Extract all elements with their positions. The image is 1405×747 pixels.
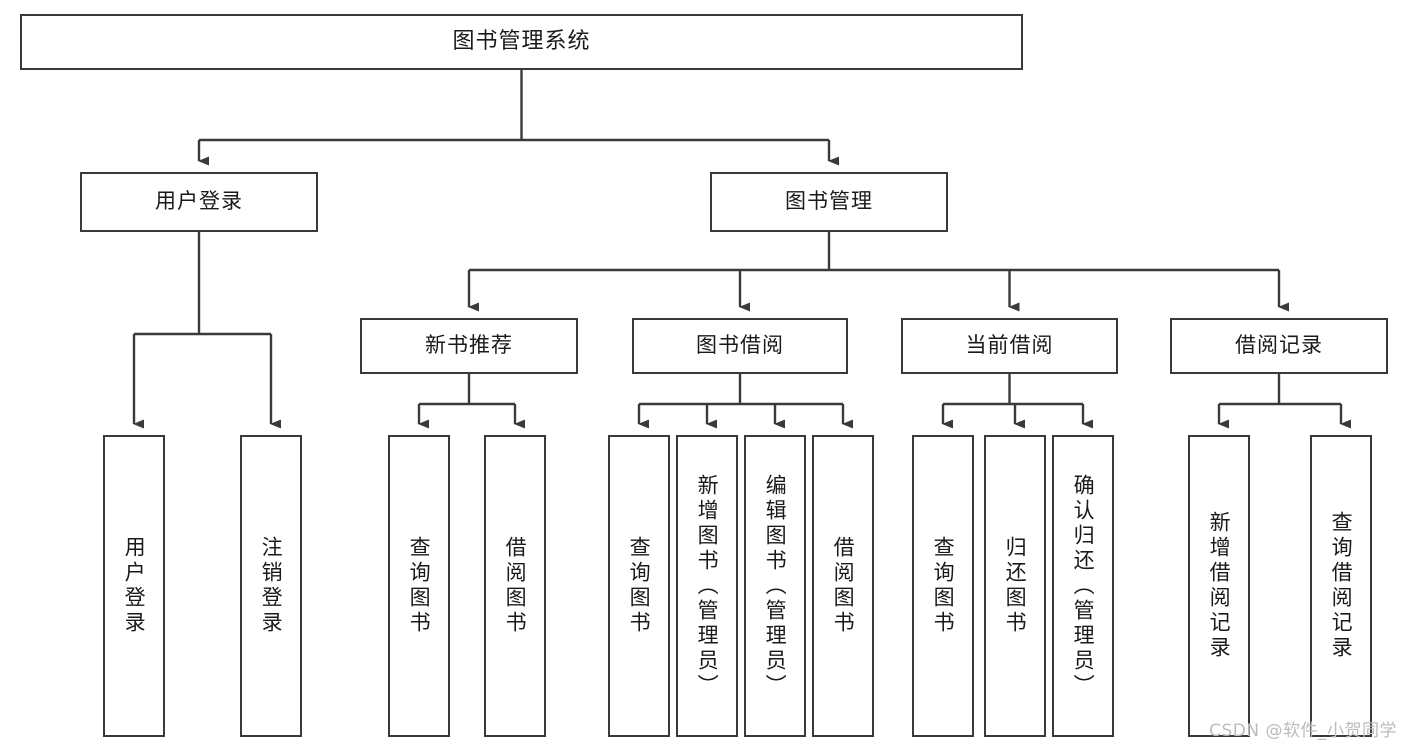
- node-leaf-logout[interactable]: 注销登录: [240, 435, 302, 737]
- node-label: 借阅图书: [503, 536, 528, 636]
- node-current-borrow[interactable]: 当前借阅: [901, 318, 1118, 374]
- node-label: 编辑图书（管理员）: [763, 473, 788, 699]
- node-label: 归还图书: [1003, 536, 1028, 636]
- node-label: 图书借阅: [696, 333, 784, 358]
- node-leaf-edit-book[interactable]: 编辑图书（管理员）: [744, 435, 806, 737]
- node-leaf-query-book-2[interactable]: 查询图书: [608, 435, 670, 737]
- node-label: 查询图书: [407, 536, 432, 636]
- node-book-borrow[interactable]: 图书借阅: [632, 318, 848, 374]
- watermark-text: CSDN @软件_小贺同学: [1209, 721, 1397, 741]
- node-label: 用户登录: [155, 189, 243, 214]
- node-leaf-query-book-3[interactable]: 查询图书: [912, 435, 974, 737]
- node-new-book-recommend[interactable]: 新书推荐: [360, 318, 578, 374]
- node-leaf-confirm-return[interactable]: 确认归还（管理员）: [1052, 435, 1114, 737]
- node-label: 图书管理系统: [452, 28, 591, 54]
- node-leaf-return-book[interactable]: 归还图书: [984, 435, 1046, 737]
- node-leaf-query-book-1[interactable]: 查询图书: [388, 435, 450, 737]
- node-label: 当前借阅: [965, 333, 1054, 358]
- node-label: 查询图书: [931, 536, 956, 636]
- node-label: 确认归还（管理员）: [1071, 473, 1096, 699]
- node-leaf-borrow-book-1[interactable]: 借阅图书: [484, 435, 546, 737]
- node-label: 查询图书: [627, 536, 652, 636]
- node-label: 新增借阅记录: [1207, 511, 1232, 661]
- node-root-system[interactable]: 图书管理系统: [20, 14, 1023, 70]
- node-label: 借阅记录: [1235, 333, 1323, 358]
- node-label: 新增图书（管理员）: [695, 473, 720, 699]
- node-borrow-record[interactable]: 借阅记录: [1170, 318, 1388, 374]
- node-label: 查询借阅记录: [1329, 511, 1354, 661]
- node-label: 用户登录: [122, 536, 147, 636]
- node-label: 图书管理: [785, 189, 873, 214]
- node-user-login[interactable]: 用户登录: [80, 172, 318, 232]
- node-book-management[interactable]: 图书管理: [710, 172, 948, 232]
- node-label: 注销登录: [259, 536, 284, 636]
- node-leaf-user-login[interactable]: 用户登录: [103, 435, 165, 737]
- node-label: 借阅图书: [831, 536, 856, 636]
- node-leaf-borrow-book-2[interactable]: 借阅图书: [812, 435, 874, 737]
- node-leaf-add-record[interactable]: 新增借阅记录: [1188, 435, 1250, 737]
- node-label: 新书推荐: [425, 333, 513, 358]
- node-leaf-query-record[interactable]: 查询借阅记录: [1310, 435, 1372, 737]
- node-leaf-add-book[interactable]: 新增图书（管理员）: [676, 435, 738, 737]
